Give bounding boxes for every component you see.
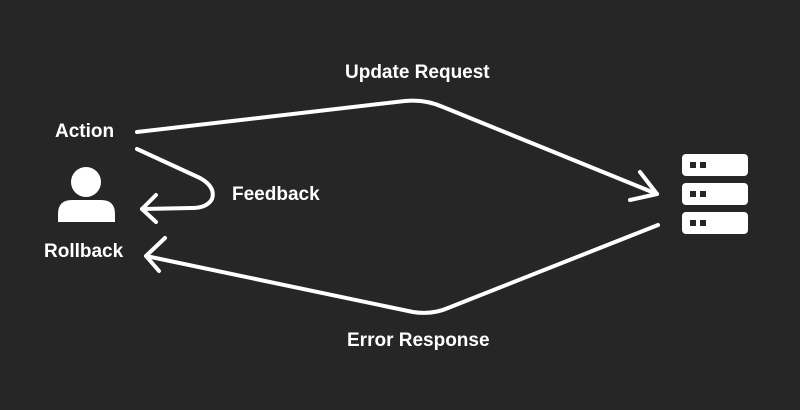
feedback-label: Feedback [232, 184, 320, 205]
user-icon [58, 167, 115, 222]
action-label: Action [55, 121, 115, 142]
error-response-arrow [144, 223, 660, 315]
update-request-label: Update Request [345, 62, 490, 83]
error-response-label: Error Response [347, 330, 490, 351]
rollback-label: Rollback [44, 241, 124, 262]
feedback-arrow [135, 147, 215, 224]
server-stack-icon [682, 154, 748, 234]
update-request-arrow [135, 98, 659, 202]
